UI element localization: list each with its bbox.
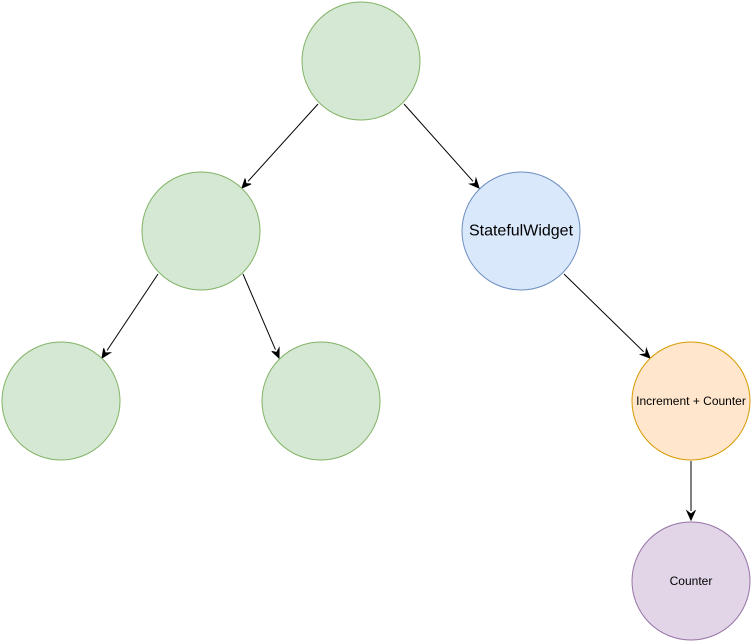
node-left-right-leaf [261,341,381,461]
node-left-child [141,171,261,291]
edge-line [106,273,159,351]
arrowhead-icon [468,176,480,189]
node-circle [1,341,121,461]
node-circle [301,1,421,121]
node-left-left-leaf [1,341,121,461]
arrowhead-icon [638,346,651,359]
arrowhead-icon [241,178,252,189]
edge-left-child-to-left-right-leaf [242,273,280,360]
arrowhead-icon [101,348,113,360]
edge-line [563,273,644,353]
node-stateful-widget: StatefulWidget [461,171,581,291]
edge-stateful-widget-to-increment-counter [563,273,651,359]
node-root [301,1,421,121]
arrowhead-icon [271,346,280,360]
node-circle [141,171,261,291]
edge-line [242,273,276,350]
edge-root-to-left-child [241,103,319,189]
node-increment-counter: Increment + Counter [631,341,751,461]
edges-layer [101,103,697,522]
arrowhead-icon [685,509,697,522]
node-circle [631,521,751,641]
node-circle [261,341,381,461]
edge-line [403,103,474,182]
node-label: Increment + Counter [636,394,746,408]
edge-increment-counter-to-counter [685,461,697,522]
edge-left-child-to-left-left-leaf [101,273,159,360]
node-label: StatefulWidget [469,223,574,240]
node-circle [461,171,581,291]
edge-line [247,103,319,182]
edge-root-to-stateful-widget [403,103,480,189]
node-counter: Counter [631,521,751,641]
node-label: Counter [670,574,713,588]
node-circle [631,341,751,461]
